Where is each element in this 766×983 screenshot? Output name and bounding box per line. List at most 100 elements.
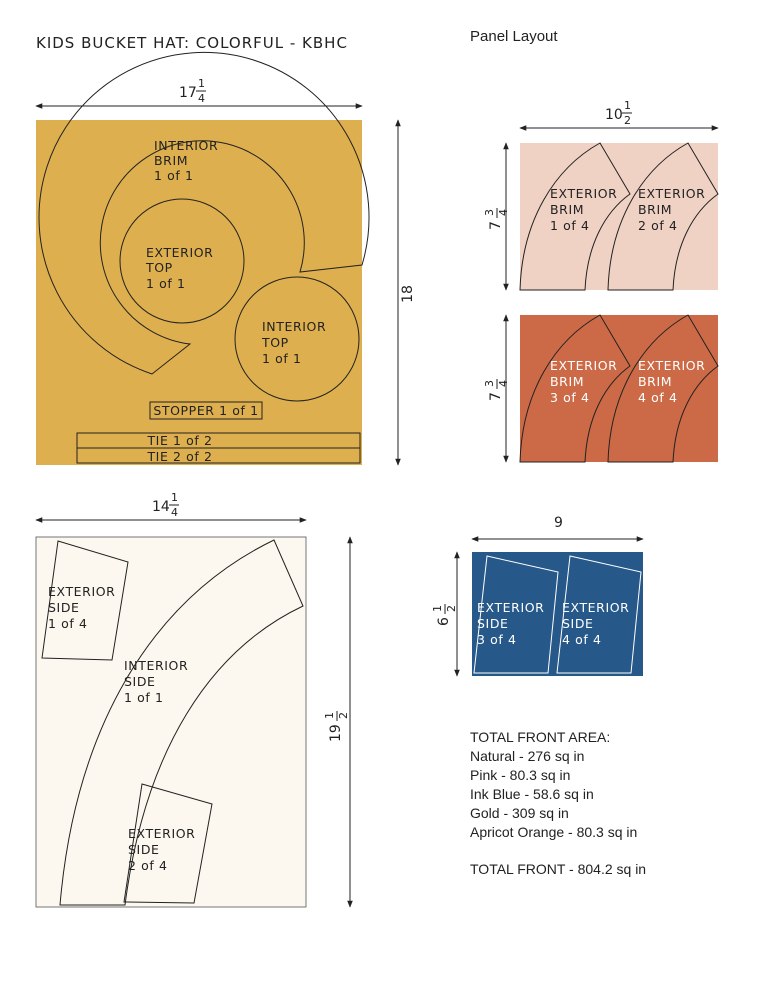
orange-fabric-panel [520,315,718,462]
exterior-brim-4-label: EXTERIOR BRIM 4 of 4 [638,358,705,405]
tie-1-label: TIE 1 of 2 [146,433,212,448]
svg-text:INTERIOR: INTERIOR [154,138,218,153]
exterior-top-label: EXTERIOR TOP 1 of 1 [145,245,213,291]
natural-height-label: 19 1 2 [323,711,350,742]
svg-text:EXTERIOR: EXTERIOR [550,358,617,373]
svg-text:2 of 4: 2 of 4 [638,218,678,233]
exterior-brim-1-label: EXTERIOR BRIM 1 of 4 [550,186,617,233]
totals-block: TOTAL FRONT AREA: Natural - 276 sq in Pi… [470,729,646,877]
exterior-brim-4-piece [607,314,719,463]
svg-text:INTERIOR: INTERIOR [262,319,326,334]
svg-text:EXTERIOR: EXTERIOR [550,186,617,201]
svg-text:3 of 4: 3 of 4 [477,632,517,647]
interior-top-piece [234,276,360,402]
svg-text:17: 17 [179,85,197,101]
exterior-side-3-label: EXTERIOR SIDE 3 of 4 [477,600,544,647]
svg-text:1: 1 [624,99,631,112]
blue-height-label: 6 1 2 [431,604,458,626]
svg-text:4: 4 [497,380,510,387]
totals-line-pink: Pink - 80.3 sq in [470,767,570,783]
totals-line-ink-blue: Ink Blue - 58.6 sq in [470,786,594,802]
svg-text:19: 19 [328,724,344,742]
exterior-brim-2-piece [607,142,719,291]
gold-panel: 17 1 4 18 INTERIOR BRIM 1 of 1 EXTERIOR … [35,51,416,466]
svg-text:BRIM: BRIM [550,374,584,389]
interior-brim-piece [38,51,370,375]
tie-2-label: TIE 2 of 2 [146,449,212,464]
exterior-brim-2-label: EXTERIOR BRIM 2 of 4 [638,186,705,233]
natural-fabric-panel [35,536,307,908]
exterior-side-4-piece [556,555,642,674]
svg-text:EXTERIOR: EXTERIOR [562,600,629,615]
svg-text:4 of 4: 4 of 4 [562,632,602,647]
pink-panel: 10 1 2 7 3 4 EXTERIOR BRIM 1 of 4 EXTERI… [483,99,719,291]
svg-text:2: 2 [624,114,631,127]
exterior-side-1-piece [41,540,129,661]
orange-height-label: 7 3 4 [483,379,510,401]
svg-text:BRIM: BRIM [638,202,672,217]
orange-panel: 7 3 4 EXTERIOR BRIM 3 of 4 EXTERIOR BRIM… [483,314,719,463]
svg-text:1 of 1: 1 of 1 [154,168,194,183]
svg-text:SIDE: SIDE [48,600,80,615]
svg-text:SIDE: SIDE [128,842,160,857]
gold-width-label: 17 1 4 [179,77,206,105]
svg-text:1: 1 [198,77,205,90]
natural-panel: 14 1 4 19 1 2 EXTERIOR SIDE 1 of 4 INTER… [35,491,353,908]
svg-text:4: 4 [497,209,510,216]
svg-text:BRIM: BRIM [154,153,188,168]
svg-text:TOP: TOP [261,335,289,350]
svg-text:1 of 4: 1 of 4 [550,218,590,233]
exterior-side-2-piece [123,783,213,904]
pink-width-label: 10 1 2 [605,99,632,127]
svg-text:2 of 4: 2 of 4 [128,858,168,873]
interior-side-label: INTERIOR SIDE 1 of 1 [124,658,188,705]
exterior-brim-1-piece [519,142,631,291]
svg-text:EXTERIOR: EXTERIOR [477,600,544,615]
pink-fabric-panel [520,143,718,290]
svg-text:SIDE: SIDE [477,616,509,631]
exterior-top-piece [119,198,245,324]
tie-2-piece [76,447,361,464]
svg-text:10: 10 [605,107,623,123]
svg-text:3: 3 [483,209,496,216]
svg-text:4: 4 [171,506,178,519]
gold-fabric-panel [36,120,362,465]
exterior-brim-3-piece [519,314,631,463]
svg-text:7: 7 [488,221,504,230]
svg-text:1 of 1: 1 of 1 [262,351,302,366]
totals-grand-total: TOTAL FRONT - 804.2 sq in [470,861,646,877]
svg-text:6: 6 [436,617,452,626]
svg-text:EXTERIOR: EXTERIOR [638,186,705,201]
page-title: KIDS BUCKET HAT: COLORFUL - KBHC [36,34,348,52]
exterior-side-1-label: EXTERIOR SIDE 1 of 4 [48,584,115,631]
ink-blue-panel: 9 6 1 2 EXTERIOR SIDE 3 of 4 EXTERIOR SI… [431,515,644,677]
svg-text:EXTERIOR: EXTERIOR [638,358,705,373]
totals-heading: TOTAL FRONT AREA: [470,729,610,745]
svg-text:3: 3 [483,380,496,387]
svg-text:14: 14 [152,499,170,515]
totals-line-natural: Natural - 276 sq in [470,748,584,764]
totals-line-gold: Gold - 309 sq in [470,805,569,821]
svg-text:SIDE: SIDE [562,616,594,631]
panel-layout-heading: Panel Layout [470,28,558,45]
stopper-piece [149,401,263,420]
svg-text:BRIM: BRIM [550,202,584,217]
svg-text:1: 1 [431,605,444,612]
svg-text:TOP: TOP [145,260,173,275]
svg-text:1 of 4: 1 of 4 [48,616,88,631]
svg-text:EXTERIOR: EXTERIOR [48,584,115,599]
interior-top-label: INTERIOR TOP 1 of 1 [261,319,326,366]
svg-text:1: 1 [323,712,336,719]
exterior-side-2-label: EXTERIOR SIDE 2 of 4 [128,826,195,873]
svg-text:EXTERIOR: EXTERIOR [128,826,195,841]
exterior-side-4-label: EXTERIOR SIDE 4 of 4 [562,600,629,647]
interior-brim-label: INTERIOR BRIM 1 of 1 [154,138,218,183]
svg-text:2: 2 [337,712,350,719]
svg-text:BRIM: BRIM [638,374,672,389]
svg-text:2: 2 [445,605,458,612]
natural-width-label: 14 1 4 [152,491,179,519]
exterior-brim-3-label: EXTERIOR BRIM 3 of 4 [550,358,617,405]
svg-text:1: 1 [171,491,178,504]
totals-line-apricot-orange: Apricot Orange - 80.3 sq in [470,824,637,840]
